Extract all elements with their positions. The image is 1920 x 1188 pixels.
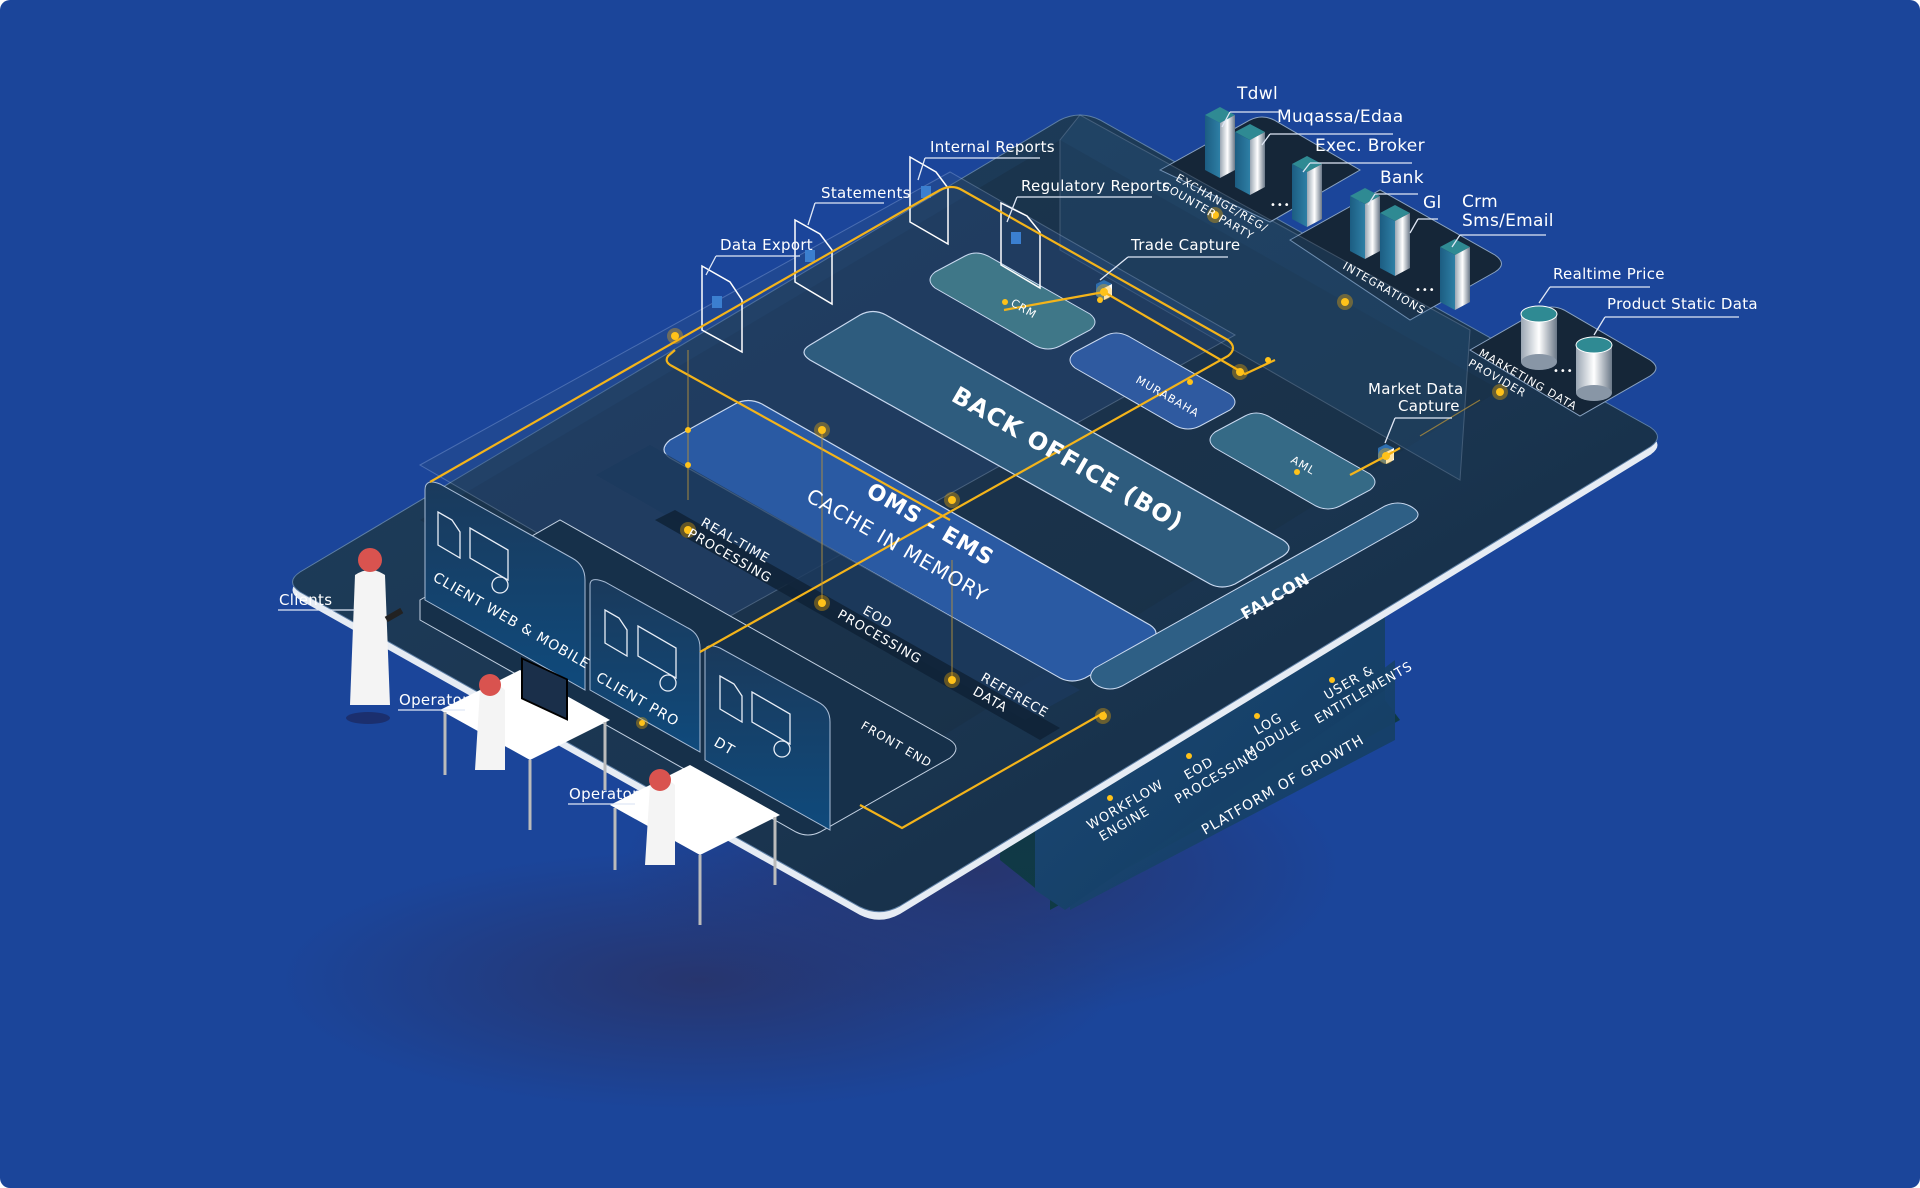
front-end-panel[interactable] xyxy=(424,481,586,691)
svg-text:Sms/Email: Sms/Email xyxy=(1462,211,1554,231)
server-icon xyxy=(1292,156,1322,227)
svg-text:Exec. Broker: Exec. Broker xyxy=(1315,136,1425,156)
database-icon xyxy=(1520,305,1613,401)
server-icon xyxy=(1205,107,1235,178)
svg-text:Capture: Capture xyxy=(1398,397,1460,415)
callout-product-static: Product Static Data xyxy=(1593,295,1758,336)
ellipsis-icon: ••• xyxy=(1415,285,1436,296)
server-icon xyxy=(1350,188,1380,259)
callout-operators-2: Operators xyxy=(568,785,647,805)
ellipsis-icon: ••• xyxy=(1270,200,1291,211)
callout-clients: Clients xyxy=(278,591,355,611)
aml-module[interactable] xyxy=(1209,412,1376,510)
svg-text:Clients: Clients xyxy=(279,591,332,609)
callouts: Tdwl Muqassa/Edaa Exec. Broker Bank Gl C… xyxy=(278,84,1758,805)
svg-text:Operators: Operators xyxy=(399,691,477,709)
back-office-layer[interactable] xyxy=(803,310,1290,588)
svg-text:Bank: Bank xyxy=(1380,168,1424,188)
operator-desk xyxy=(610,765,780,925)
callout-muqassa: Muqassa/Edaa xyxy=(1261,107,1403,146)
document-cube-icon xyxy=(712,186,1021,308)
server-icon xyxy=(1440,239,1470,310)
callout-exec-broker: Exec. Broker xyxy=(1302,136,1425,173)
svg-text:Data Export: Data Export xyxy=(720,236,813,254)
svg-text:Operators: Operators xyxy=(569,785,647,803)
callout-realtime-price: Realtime Price xyxy=(1538,265,1665,304)
callout-regulatory-reports: Regulatory Reports xyxy=(1006,177,1170,223)
svg-text:Internal Reports: Internal Reports xyxy=(930,138,1055,156)
svg-text:Statements: Statements xyxy=(821,184,911,202)
falcon-module[interactable] xyxy=(1090,502,1419,690)
operator-desk xyxy=(440,656,610,830)
server-icons xyxy=(1205,107,1470,310)
processing-strip xyxy=(655,510,1060,740)
svg-text:Tdwl: Tdwl xyxy=(1236,84,1278,104)
callout-operators-1: Operators xyxy=(398,691,477,711)
svg-text:Market Data: Market Data xyxy=(1368,380,1463,398)
svg-text:Regulatory Reports: Regulatory Reports xyxy=(1021,177,1170,195)
callout-statements: Statements xyxy=(807,184,911,226)
client-person xyxy=(346,548,404,724)
callout-trade-capture: Trade Capture xyxy=(1099,236,1240,281)
ellipsis-icon: ••• xyxy=(1553,366,1574,377)
svg-text:Realtime Price: Realtime Price xyxy=(1553,265,1665,283)
svg-text:Trade Capture: Trade Capture xyxy=(1130,236,1240,254)
connector-wires xyxy=(429,185,1481,830)
callout-data-export: Data Export xyxy=(705,236,813,276)
callout-gl: Gl xyxy=(1409,193,1442,234)
node-dots xyxy=(636,207,1508,801)
front-end-panel[interactable] xyxy=(704,645,831,831)
callout-tdwl: Tdwl xyxy=(1221,84,1280,128)
svg-text:Product Static Data: Product Static Data xyxy=(1607,295,1758,313)
report-document-icon xyxy=(701,155,1041,354)
callout-bank: Bank xyxy=(1367,168,1424,206)
server-icon xyxy=(1380,205,1410,276)
svg-text:Muqassa/Edaa: Muqassa/Edaa xyxy=(1277,107,1403,127)
svg-text:Crm: Crm xyxy=(1462,192,1498,212)
callout-internal-reports: Internal Reports xyxy=(917,138,1055,181)
murabaha-module[interactable] xyxy=(1069,332,1236,430)
glass-wall xyxy=(1059,114,1471,481)
chart-icon xyxy=(469,526,791,758)
document-icon xyxy=(437,510,743,724)
front-end-panel[interactable] xyxy=(589,579,701,753)
server-icon xyxy=(1235,124,1265,195)
crm-module[interactable] xyxy=(929,252,1096,350)
svg-text:Gl: Gl xyxy=(1423,193,1442,213)
